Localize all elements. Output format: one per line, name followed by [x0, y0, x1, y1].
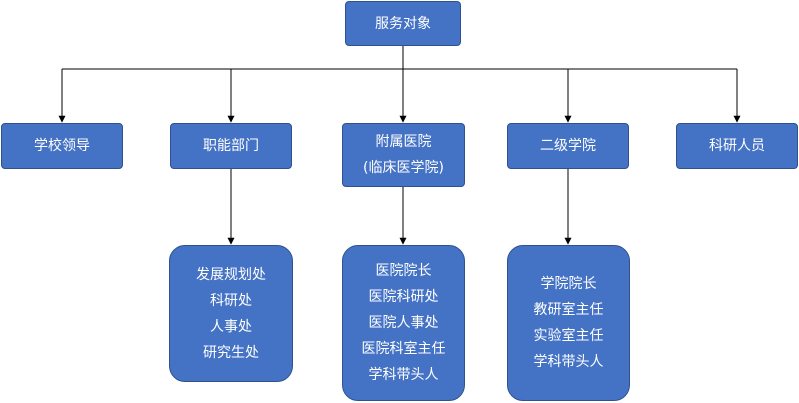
list-item: 学院院长 — [540, 276, 597, 292]
list-item: 发展规划处 — [196, 266, 266, 283]
list-item: 医院科研处 — [368, 289, 439, 305]
list-item: 人事处 — [210, 318, 252, 335]
list-item: 教研室主任 — [533, 302, 604, 318]
node-functional-departments: 职能部门 — [170, 123, 292, 169]
list-item: 科研处 — [210, 292, 252, 309]
list-item: 学科带头人 — [368, 367, 439, 383]
node-affiliated-hospital: 附属医院 (临床医学院) — [342, 123, 465, 187]
node-affiliated-hospital-label-line1: 附属医院 — [375, 134, 432, 150]
functional-departments-list: 发展规划处 科研处 人事处 研究生处 — [169, 245, 293, 382]
node-affiliated-hospital-label-line2: (临床医学院) — [363, 160, 444, 176]
root-node-label: 服务对象 — [375, 15, 431, 32]
list-item: 医院院长 — [375, 263, 432, 279]
node-secondary-colleges: 二级学院 — [507, 123, 629, 169]
node-functional-departments-label: 职能部门 — [203, 138, 259, 154]
list-item: 实验室主任 — [533, 328, 604, 344]
secondary-college-roles-list: 学院院长 教研室主任 实验室主任 学科带头人 — [507, 245, 630, 401]
node-school-leaders: 学校领导 — [1, 123, 123, 169]
list-item: 学科带头人 — [533, 354, 604, 370]
node-researchers: 科研人员 — [676, 123, 798, 169]
node-school-leaders-label: 学校领导 — [34, 138, 90, 154]
node-secondary-colleges-label: 二级学院 — [540, 138, 596, 154]
hospital-roles-list: 医院院长 医院科研处 医院人事处 医院科室主任 学科带头人 — [342, 245, 465, 401]
list-item: 研究生处 — [203, 344, 259, 361]
node-researchers-label: 科研人员 — [709, 138, 765, 154]
root-node: 服务对象 — [345, 1, 461, 46]
list-item: 医院科室主任 — [361, 341, 446, 357]
list-item: 医院人事处 — [368, 315, 439, 331]
